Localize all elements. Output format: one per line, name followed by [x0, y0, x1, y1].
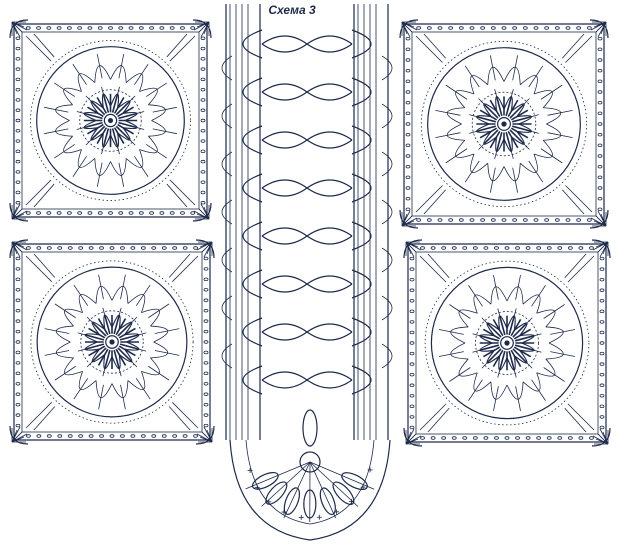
corner-fan — [9, 239, 29, 259]
corner-fan — [195, 425, 215, 445]
corner-fan — [589, 209, 609, 229]
corner-fan — [399, 209, 419, 229]
center-strip — [221, 4, 393, 541]
corner-fan — [589, 19, 609, 39]
corner-fan — [591, 239, 611, 259]
corner-fan — [399, 19, 419, 39]
corner-fan — [403, 427, 423, 447]
corner-fan — [192, 202, 212, 222]
diagram-title: Схема 3 — [268, 3, 316, 17]
motif-bottom-right — [403, 239, 611, 447]
motif-bottom-left — [9, 239, 215, 445]
corner-fan — [403, 239, 423, 259]
strip-bottom-fan — [229, 409, 391, 541]
motif-top-right — [399, 19, 609, 229]
corner-fan — [9, 425, 29, 445]
corner-fan — [9, 19, 29, 39]
corner-fan — [9, 202, 29, 222]
motif-top-left — [9, 19, 212, 222]
corner-fan — [591, 427, 611, 447]
corner-fan — [195, 239, 215, 259]
corner-fan — [192, 19, 212, 39]
